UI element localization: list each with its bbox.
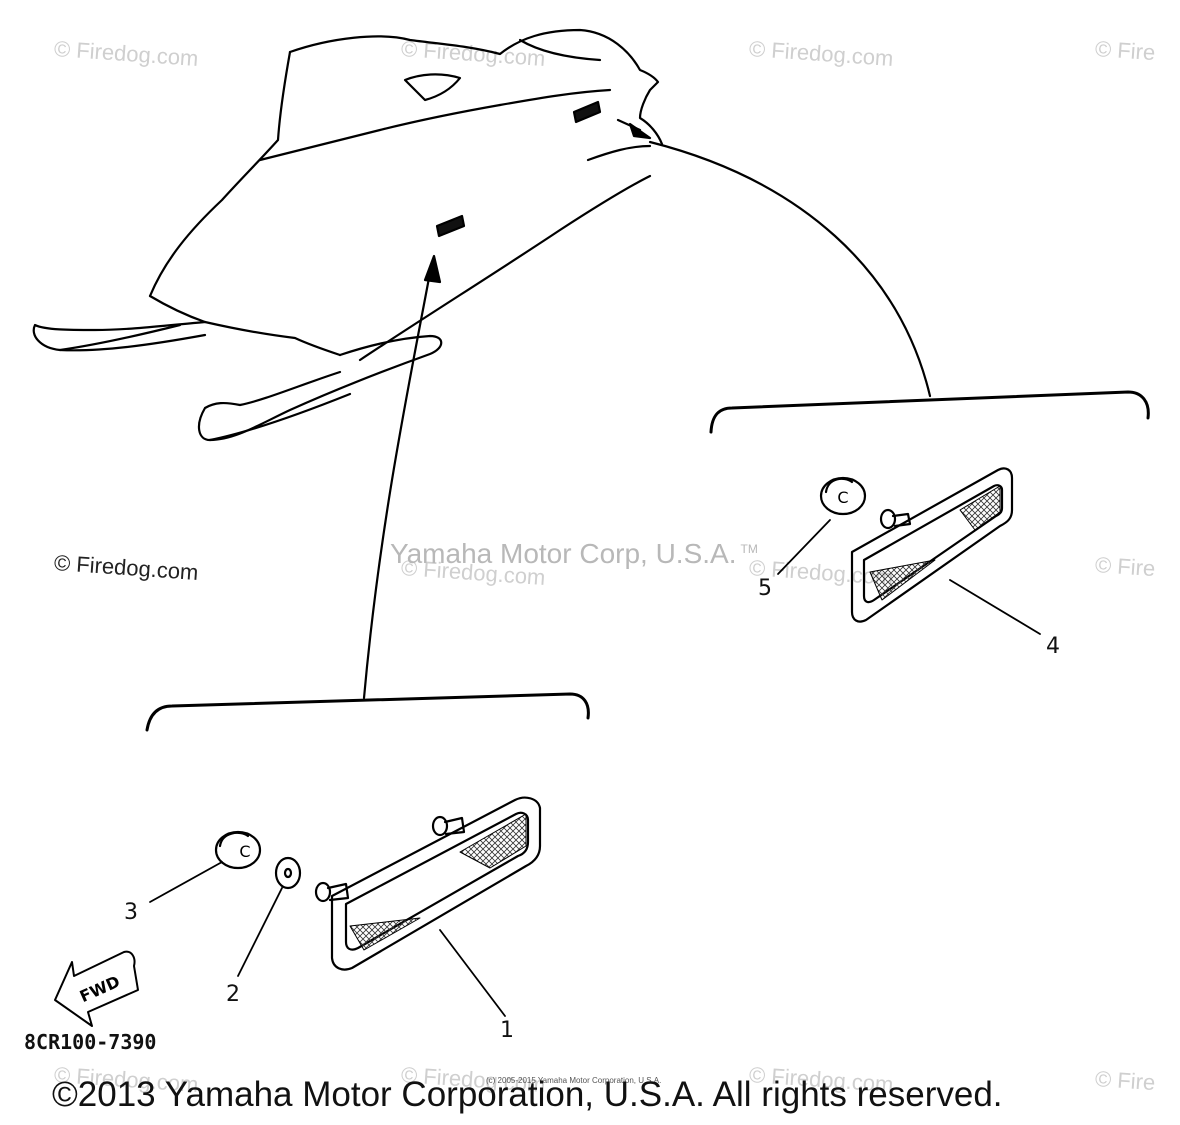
leader-arrow-right xyxy=(628,122,652,140)
part-code: 8CR100-7390 xyxy=(24,1030,157,1054)
nut-left xyxy=(214,830,262,870)
bracket-left xyxy=(145,692,590,732)
center-watermark-text: Yamaha Motor Corp, U.S.A. xyxy=(390,538,737,569)
callout-1: 1 xyxy=(500,1018,514,1043)
center-watermark: Yamaha Motor Corp, U.S.A.TM xyxy=(390,538,758,570)
leader-arrow-left xyxy=(423,254,442,284)
bracket-right xyxy=(709,390,1150,434)
leader-line-right xyxy=(648,140,932,398)
trademark-mark: TM xyxy=(740,541,758,556)
reflector-right xyxy=(850,467,1014,623)
callout-3: 3 xyxy=(124,900,138,925)
callout-5: 5 xyxy=(758,576,772,601)
callout-line-2 xyxy=(237,887,283,977)
copyright-notice: ©2013 Yamaha Motor Corporation, U.S.A. A… xyxy=(52,1075,1003,1114)
callout-2: 2 xyxy=(226,982,240,1007)
callout-line-3 xyxy=(149,861,223,903)
forward-arrow-label: FWD xyxy=(77,972,123,1006)
washer xyxy=(274,856,302,890)
snowmobile-outline xyxy=(32,28,664,442)
nut-right xyxy=(819,476,867,516)
nut-left-letter: C xyxy=(239,842,250,861)
nut-right-letter: C xyxy=(837,488,848,507)
reflector-left xyxy=(314,796,542,971)
callout-line-1 xyxy=(439,929,506,1017)
body-reflector-mark-right xyxy=(572,100,602,124)
forward-arrow-icon xyxy=(54,950,139,1027)
leader-line-left xyxy=(362,260,434,700)
callout-line-5 xyxy=(777,519,831,575)
callout-line-4 xyxy=(949,579,1041,635)
body-reflector-mark-left xyxy=(435,214,466,238)
callout-4: 4 xyxy=(1046,634,1060,659)
tiny-copyright: (c) 2005-2015 Yamaha Motor Corporation, … xyxy=(486,1076,662,1085)
